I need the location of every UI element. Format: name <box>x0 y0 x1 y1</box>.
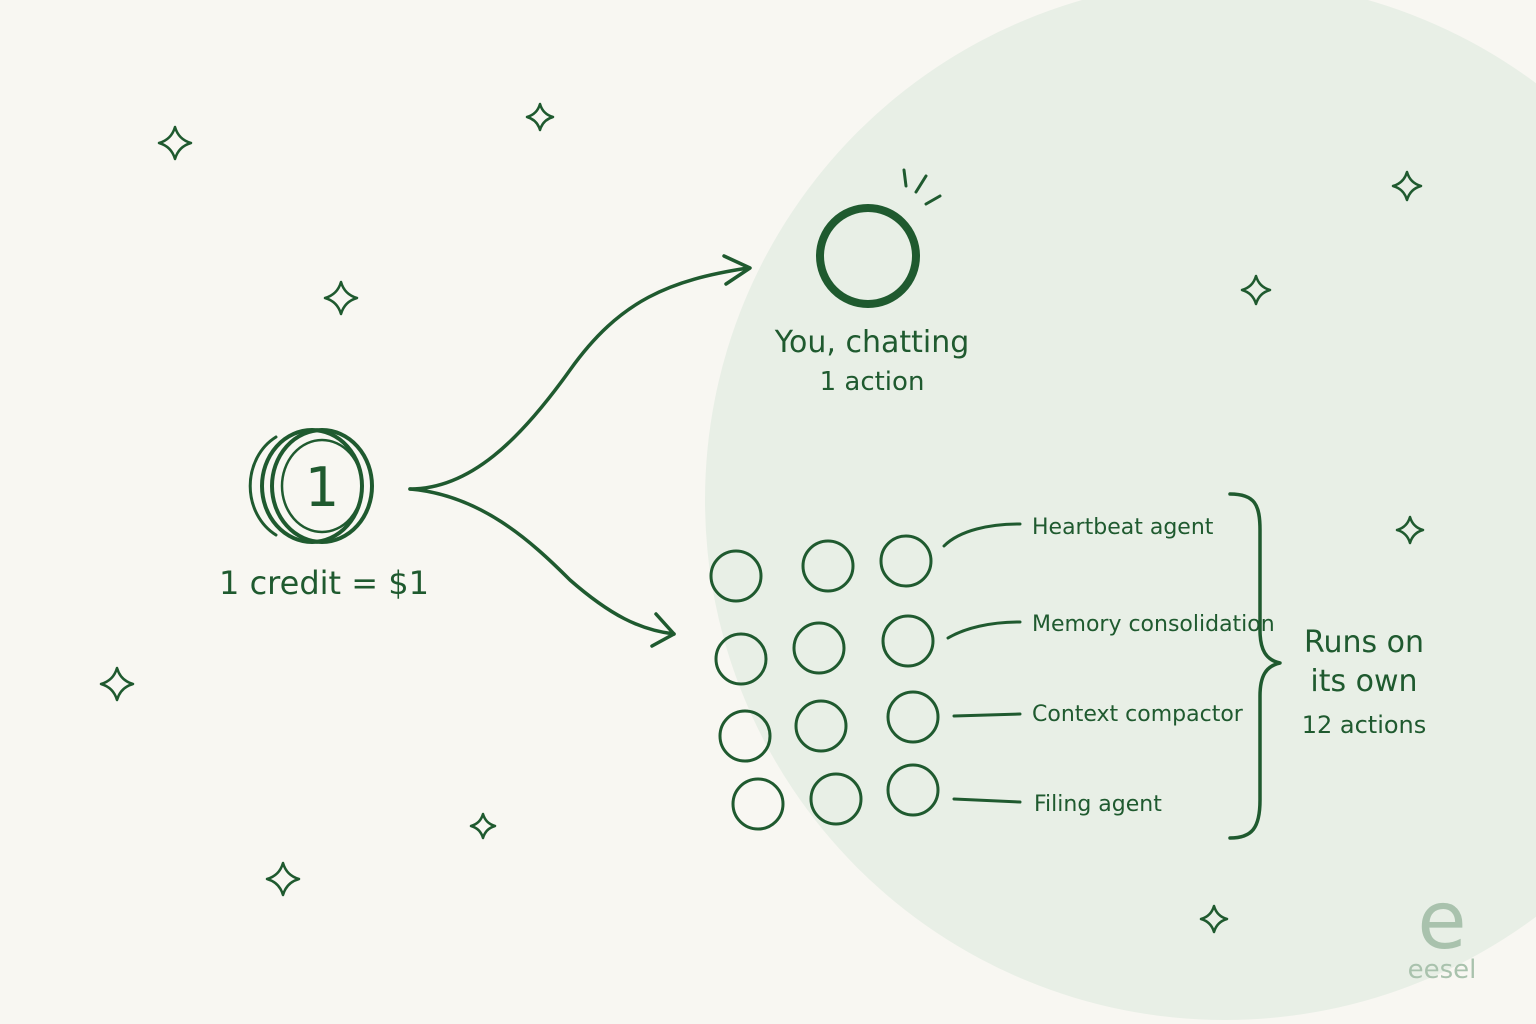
agent-circle-icon <box>731 777 785 831</box>
agent-label-filing: Filing agent <box>1034 792 1162 817</box>
sparkle-icon <box>99 666 135 702</box>
chat-circle-icon <box>816 168 942 308</box>
agent-circle-icon <box>709 549 763 603</box>
sparkle-icon <box>469 812 497 840</box>
agent-circle-icon <box>879 534 933 588</box>
agent-circle-icon <box>881 614 935 668</box>
chat-count: 1 action <box>820 367 925 397</box>
arrow-to-agents <box>408 487 676 648</box>
sparkles-group <box>99 102 1425 934</box>
agent-circle-icon <box>718 709 772 763</box>
brace-icon <box>1228 492 1282 840</box>
sparkle-icon <box>1395 515 1425 545</box>
leader-line-1 <box>942 522 1022 548</box>
agent-labels: Heartbeat agent Memory consolidation Con… <box>942 515 1275 817</box>
agent-circle-icon <box>809 772 863 826</box>
summary-line-2: its own <box>1310 664 1417 699</box>
eesel-logo: e eesel <box>1408 874 1477 985</box>
logo-name: eesel <box>1408 955 1477 985</box>
sparkle-icon <box>1199 904 1229 934</box>
sparkle-icon <box>1391 170 1423 202</box>
logo-mark: e <box>1417 874 1466 967</box>
agent-circles-grid <box>709 534 940 831</box>
sparkle-icon <box>157 125 193 161</box>
agent-circle-icon <box>886 763 940 817</box>
summary-count: 12 actions <box>1302 711 1427 739</box>
agent-label-heartbeat: Heartbeat agent <box>1032 515 1214 540</box>
agent-circle-icon <box>794 699 848 753</box>
agent-label-context: Context compactor <box>1032 702 1244 727</box>
coin-face-value: 1 <box>305 456 339 519</box>
agent-circle-icon <box>714 632 768 686</box>
leader-line-3 <box>952 712 1022 718</box>
sparkle-icon <box>265 861 301 897</box>
arrow-to-chat <box>408 254 752 491</box>
agent-circle-icon <box>801 539 855 593</box>
sparkle-icon <box>1240 274 1272 306</box>
leader-line-2 <box>946 620 1022 640</box>
chat-title: You, chatting <box>774 325 970 360</box>
agent-label-memory: Memory consolidation <box>1032 612 1275 637</box>
coin-caption: 1 credit = $1 <box>219 564 429 602</box>
summary-line-1: Runs on <box>1304 625 1424 660</box>
agent-circle-icon <box>792 621 846 675</box>
leader-line-4 <box>952 797 1022 804</box>
agent-circle-icon <box>886 690 940 744</box>
sparkle-icon <box>525 102 555 132</box>
coin-icon: 1 <box>248 428 374 544</box>
sparkle-icon <box>323 280 359 316</box>
